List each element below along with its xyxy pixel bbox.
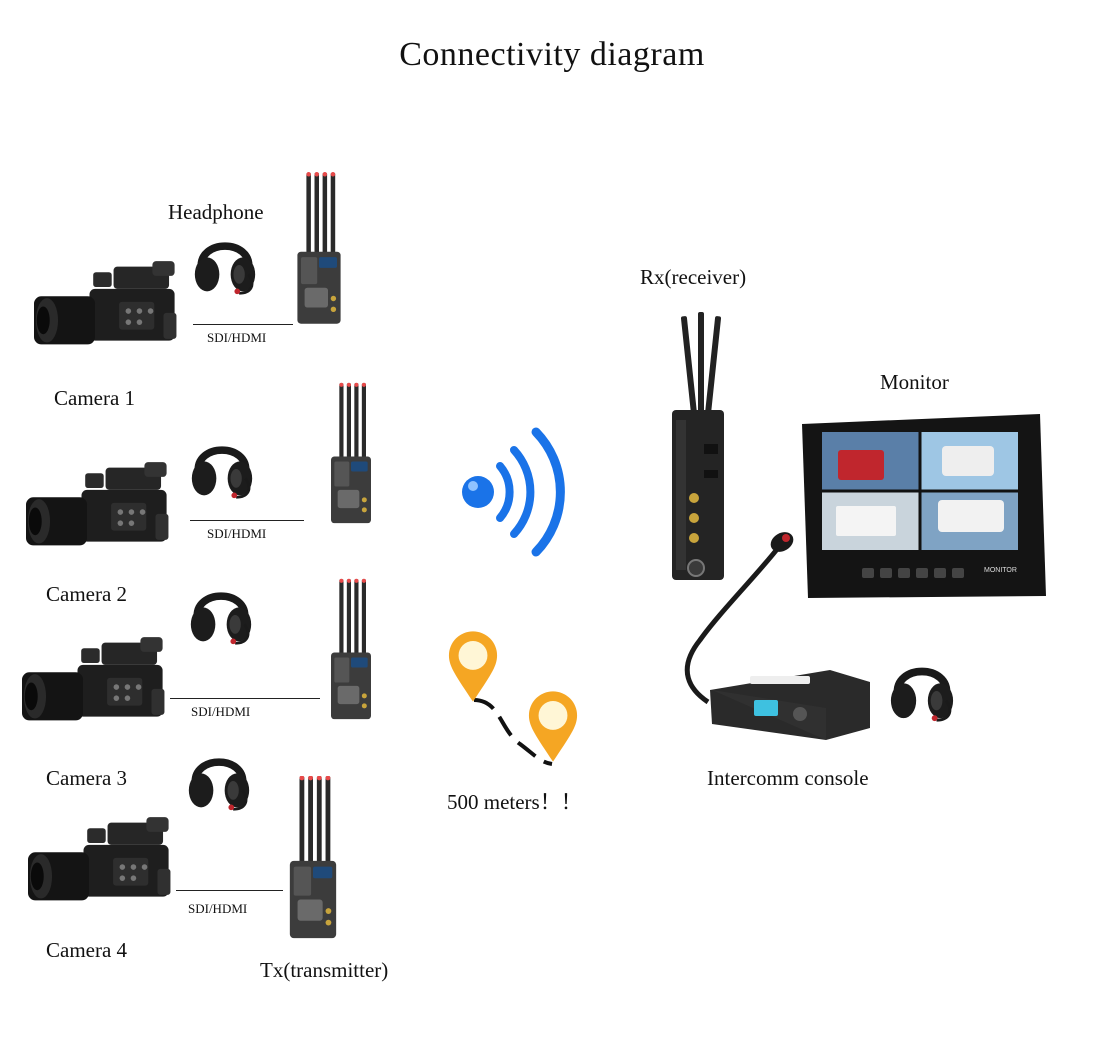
headphone-1-icon [195, 246, 255, 294]
camera-1-icon [34, 261, 176, 344]
wireless-signal-icon [462, 432, 560, 552]
receiver-icon [672, 312, 724, 580]
monitor-brand-text: MONITOR [984, 567, 1017, 574]
distance-pins-icon [449, 631, 577, 764]
transmitter-2-icon [331, 383, 371, 523]
camera-2-icon [26, 462, 168, 545]
headphone-2-icon [192, 450, 252, 498]
transmitter-1-icon [297, 172, 340, 324]
intercom-headphone-icon [891, 672, 953, 722]
camera-3-icon [22, 637, 164, 720]
transmitter-4-icon [290, 776, 336, 939]
monitor-icon: MONITOR [802, 414, 1046, 598]
headphone-3-icon [191, 596, 251, 644]
camera-4-icon [28, 817, 170, 900]
headphone-4-icon [189, 762, 249, 810]
transmitter-3-icon [331, 579, 371, 719]
